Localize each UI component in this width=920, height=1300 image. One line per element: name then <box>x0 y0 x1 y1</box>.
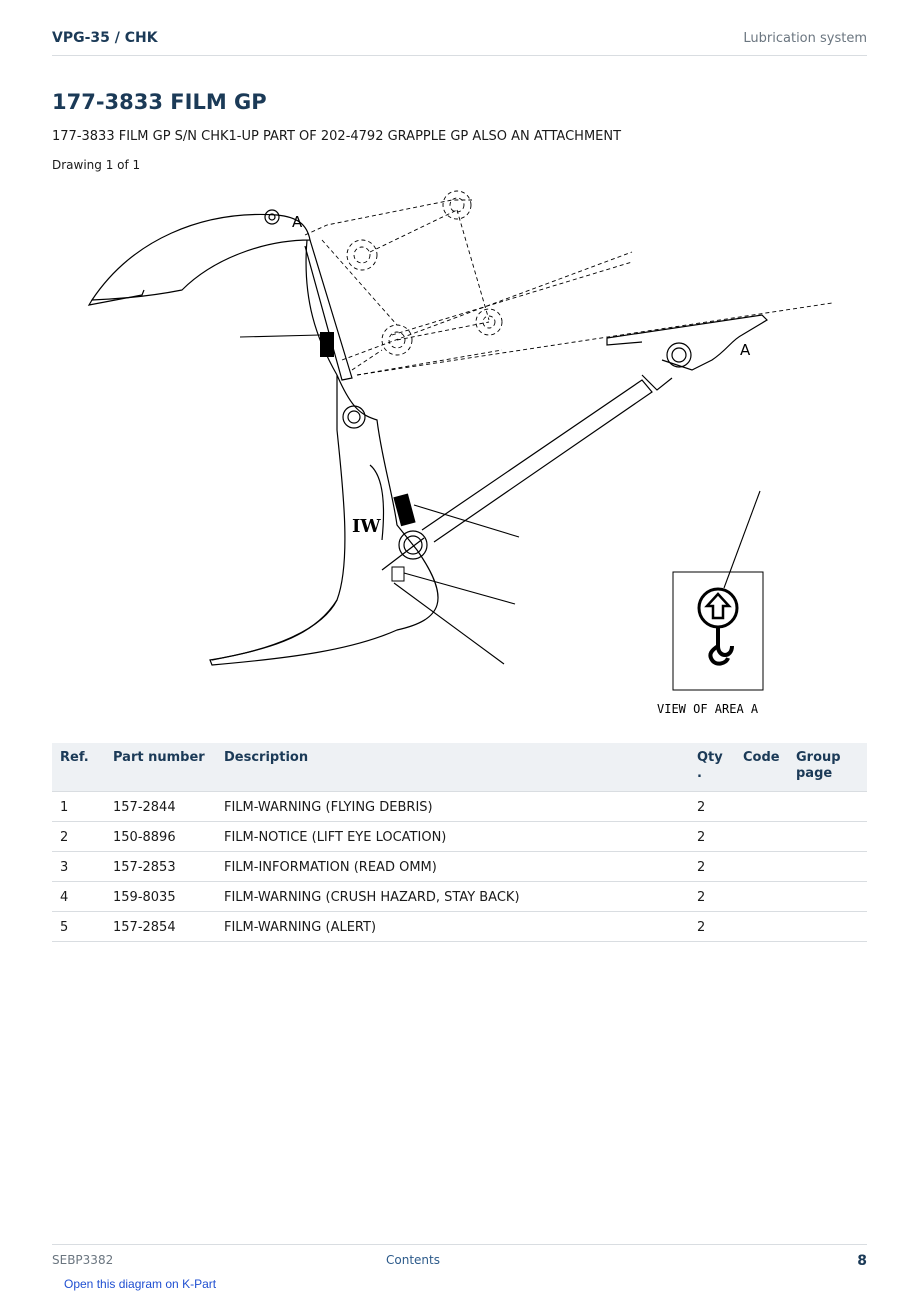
contents-link[interactable]: Contents <box>386 1253 440 1267</box>
cell-qty: 2 <box>689 881 735 912</box>
table-header-row: Ref. Part number Description Qty . Code … <box>52 743 867 792</box>
cell-qty: 2 <box>689 911 735 942</box>
page-footer: SEBP3382 Contents 8 <box>52 1244 867 1275</box>
cell-ref: 5 <box>52 911 105 942</box>
cell-ref: 4 <box>52 881 105 912</box>
page-number: 8 <box>857 1253 867 1269</box>
cell-part-number: 150-8896 <box>105 821 216 852</box>
tine-body <box>209 374 439 666</box>
section-label: Lubrication system <box>743 31 867 46</box>
cell-ref: 2 <box>52 821 105 852</box>
cell-qty: 2 <box>689 851 735 882</box>
cell-code <box>735 821 788 852</box>
cell-description: FILM-WARNING (CRUSH HAZARD, STAY BACK) <box>216 881 689 912</box>
inset-caption: VIEW OF AREA A <box>657 702 759 716</box>
lift-eye-icon <box>697 587 739 666</box>
cell-group-page <box>788 851 867 882</box>
label-a-upper: A <box>292 213 303 231</box>
cell-part-number: 157-2844 <box>105 791 216 822</box>
table-row: 1 157-2844 FILM-WARNING (FLYING DEBRIS) … <box>52 791 867 822</box>
cell-ref: 1 <box>52 791 105 822</box>
header-part-number: Part number <box>105 743 216 792</box>
cell-description: FILM-WARNING (FLYING DEBRIS) <box>216 791 689 822</box>
cell-group-page <box>788 791 867 822</box>
cell-code <box>735 851 788 882</box>
page-title: 177-3833 FILM GP <box>52 90 267 114</box>
logo-text: IW <box>352 516 381 537</box>
cell-code <box>735 791 788 822</box>
table-row: 5 157-2854 FILM-WARNING (ALERT) 2 <box>52 911 867 942</box>
kpart-link[interactable]: Open this diagram on K-Part <box>64 1277 217 1291</box>
header-description: Description <box>216 743 689 792</box>
grapple-diagram: IW A A VIEW OF AREA A <box>87 190 833 716</box>
cell-group-page <box>788 821 867 852</box>
header-qty: Qty . <box>689 743 735 792</box>
cell-qty: 2 <box>689 791 735 822</box>
table-row: 4 159-8035 FILM-WARNING (CRUSH HAZARD, S… <box>52 881 867 912</box>
page-subtitle: 177-3833 FILM GP S/N CHK1-UP PART OF 202… <box>52 129 622 144</box>
cell-group-page <box>788 911 867 942</box>
table-row: 2 150-8896 FILM-NOTICE (LIFT EYE LOCATIO… <box>52 821 867 852</box>
boom-arm <box>421 379 653 543</box>
cell-part-number: 157-2854 <box>105 911 216 942</box>
cell-part-number: 159-8035 <box>105 881 216 912</box>
cell-code <box>735 911 788 942</box>
header-ref: Ref. <box>52 743 105 792</box>
header-code: Code <box>735 743 788 792</box>
drawing-count: Drawing 1 of 1 <box>52 158 141 172</box>
cell-code <box>735 881 788 912</box>
cell-ref: 3 <box>52 851 105 882</box>
upper-jaw <box>90 213 311 301</box>
cell-group-page <box>788 881 867 912</box>
cell-description: FILM-NOTICE (LIFT EYE LOCATION) <box>216 821 689 852</box>
document-id: SEBP3382 <box>52 1253 114 1267</box>
label-a-right: A <box>740 341 751 359</box>
model-label: VPG-35 / CHK <box>52 30 158 46</box>
cell-part-number: 157-2853 <box>105 851 216 882</box>
cell-qty: 2 <box>689 821 735 852</box>
header-group-page: Group page <box>788 743 867 792</box>
parts-table: Ref. Part number Description Qty . Code … <box>52 743 867 942</box>
cell-description: FILM-WARNING (ALERT) <box>216 911 689 942</box>
inset-box <box>672 571 764 691</box>
page-header: VPG-35 / CHK Lubrication system <box>52 28 867 56</box>
table-row: 3 157-2853 FILM-INFORMATION (READ OMM) 2 <box>52 851 867 882</box>
cell-description: FILM-INFORMATION (READ OMM) <box>216 851 689 882</box>
